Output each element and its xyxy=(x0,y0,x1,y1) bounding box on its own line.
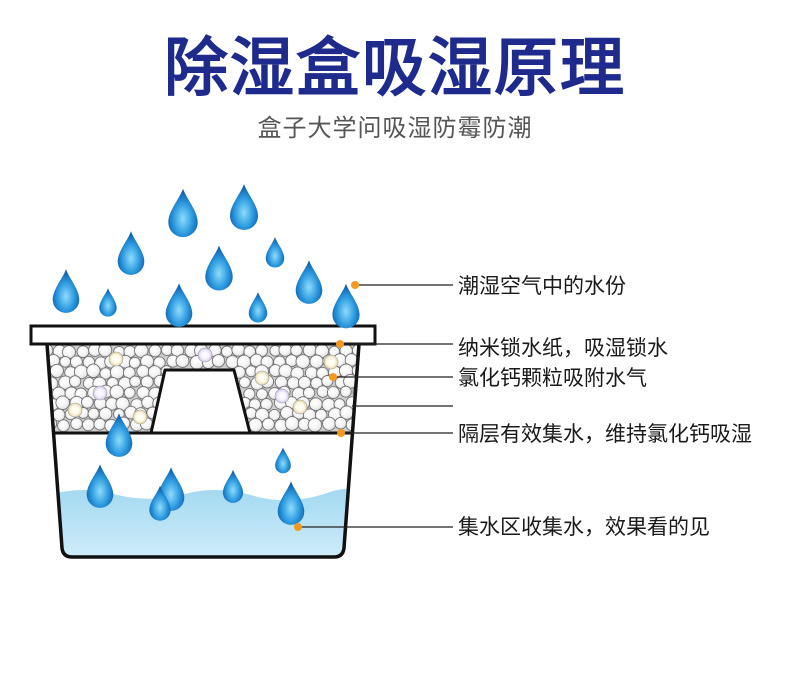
page-subtitle: 盒子大学问吸湿防霉防潮 xyxy=(257,114,533,142)
calcium-chloride-granule-icon xyxy=(108,351,124,367)
collected-drops xyxy=(86,413,305,525)
page-title: 除湿盒吸湿原理 xyxy=(164,32,626,106)
callout-calcium-chloride: 氯化钙颗粒吸附水气 xyxy=(458,366,647,390)
calcium-chloride-granule-icon xyxy=(93,417,107,431)
calcium-chloride-granule-icon xyxy=(87,407,100,420)
calcium-chloride-granule-icon xyxy=(70,417,83,430)
callout-dot-divider xyxy=(337,429,345,437)
calcium-chloride-granule-icon xyxy=(322,416,337,431)
water-drop-icon xyxy=(295,260,323,304)
water-drop-icon xyxy=(248,292,268,323)
water-drop-icon xyxy=(230,184,258,230)
calcium-chloride-granule-icon xyxy=(334,416,347,430)
calcium-chloride-granule-icon xyxy=(326,386,340,400)
calcium-chloride-granule-icon xyxy=(92,385,108,401)
falling-drops xyxy=(52,184,360,329)
calcium-chloride-granule-icon xyxy=(48,408,52,423)
calcium-chloride-granule-icon xyxy=(109,384,125,400)
water-drop-icon xyxy=(165,283,193,327)
water-drop-icon xyxy=(277,481,305,525)
calcium-chloride-granule-icon xyxy=(68,375,82,388)
calcium-chloride-granule-icon xyxy=(57,419,70,432)
calcium-chloride-granule-icon xyxy=(351,345,358,357)
calcium-chloride-granule-icon xyxy=(197,347,213,363)
water-drop-icon xyxy=(117,231,145,275)
calcium-chloride-granule-icon xyxy=(339,385,352,398)
calcium-chloride-granule-icon xyxy=(175,354,190,368)
calcium-chloride-granule-icon xyxy=(309,354,324,369)
water-drop-icon xyxy=(105,413,133,457)
calcium-chloride-granule-icon xyxy=(81,395,94,409)
water-drop-icon xyxy=(275,447,291,474)
calcium-chloride-granule-icon xyxy=(132,409,148,425)
calcium-chloride-granule-icon xyxy=(76,345,90,359)
calcium-chloride-granule-icon xyxy=(295,354,311,369)
calcium-chloride-granule-icon xyxy=(81,418,95,432)
water-drop-icon xyxy=(222,469,244,503)
calcium-chloride-granule-icon xyxy=(323,354,339,370)
water-drop-icon xyxy=(332,283,360,329)
callouts: 潮湿空气中的水份 纳米锁水纸，吸湿锁水 氯化钙颗粒吸附水气 隔层有效集水，维持氯… xyxy=(294,274,752,539)
calcium-chloride-granule-icon xyxy=(274,388,290,404)
callout-dot-reservoir xyxy=(294,523,302,531)
calcium-chloride-granule-icon xyxy=(49,363,64,378)
calcium-chloride-granule-icon xyxy=(261,417,275,431)
callout-dot-air-moisture xyxy=(351,281,359,289)
calcium-chloride-granule-icon xyxy=(254,370,270,386)
calcium-chloride-granule-icon xyxy=(55,395,70,410)
calcium-chloride-granule-icon xyxy=(314,408,328,422)
callout-reservoir: 集水区收集水，效果看的见 xyxy=(458,515,710,539)
calcium-chloride-granule-icon xyxy=(134,345,149,358)
callout-dot-nano-paper xyxy=(336,340,344,348)
container-body-outline xyxy=(45,343,361,559)
water-drop-icon xyxy=(99,288,117,317)
water-drop-icon xyxy=(52,269,80,313)
calcium-chloride-granule-icon xyxy=(211,354,226,368)
calcium-chloride-granule-icon xyxy=(238,376,251,389)
calcium-chloride-granule-icon xyxy=(67,402,83,418)
water-drop-icon xyxy=(149,485,171,521)
water-drop-icon xyxy=(168,188,198,238)
calcium-chloride-granule-icon xyxy=(123,386,136,399)
calcium-chloride-granule-icon xyxy=(129,375,142,388)
calcium-chloride-granule-icon xyxy=(316,385,330,398)
water-drop-icon xyxy=(86,464,114,508)
container-lid xyxy=(29,324,377,346)
calcium-chloride-granule-icon xyxy=(290,345,303,357)
calcium-chloride-granule-icon xyxy=(284,416,300,431)
callout-nano-paper: 纳米锁水纸，吸湿锁水 xyxy=(458,336,668,360)
dehumidifier-box xyxy=(29,324,377,559)
callout-dot-calcium-chloride xyxy=(329,373,337,381)
water-drop-icon xyxy=(205,245,233,291)
calcium-chloride-granule-icon xyxy=(256,388,268,401)
calcium-chloride-granule-icon xyxy=(292,399,308,415)
calcium-chloride-granule-icon xyxy=(302,386,316,400)
calcium-chloride-granule-icon xyxy=(307,417,323,432)
calcium-chloride-granule-icon xyxy=(86,363,101,378)
calcium-chloride-granule-icon xyxy=(148,345,162,358)
calcium-chloride-granule-icon xyxy=(98,407,113,421)
calcium-chloride-granule-icon xyxy=(98,345,113,358)
calcium-chloride-granule-icon xyxy=(268,408,281,422)
callout-divider: 隔层有效集水，维持氯化钙吸湿 xyxy=(458,422,752,446)
air-channel xyxy=(149,368,252,435)
water-drop-icon xyxy=(265,237,285,268)
callout-air-moisture: 潮湿空气中的水份 xyxy=(458,274,626,298)
